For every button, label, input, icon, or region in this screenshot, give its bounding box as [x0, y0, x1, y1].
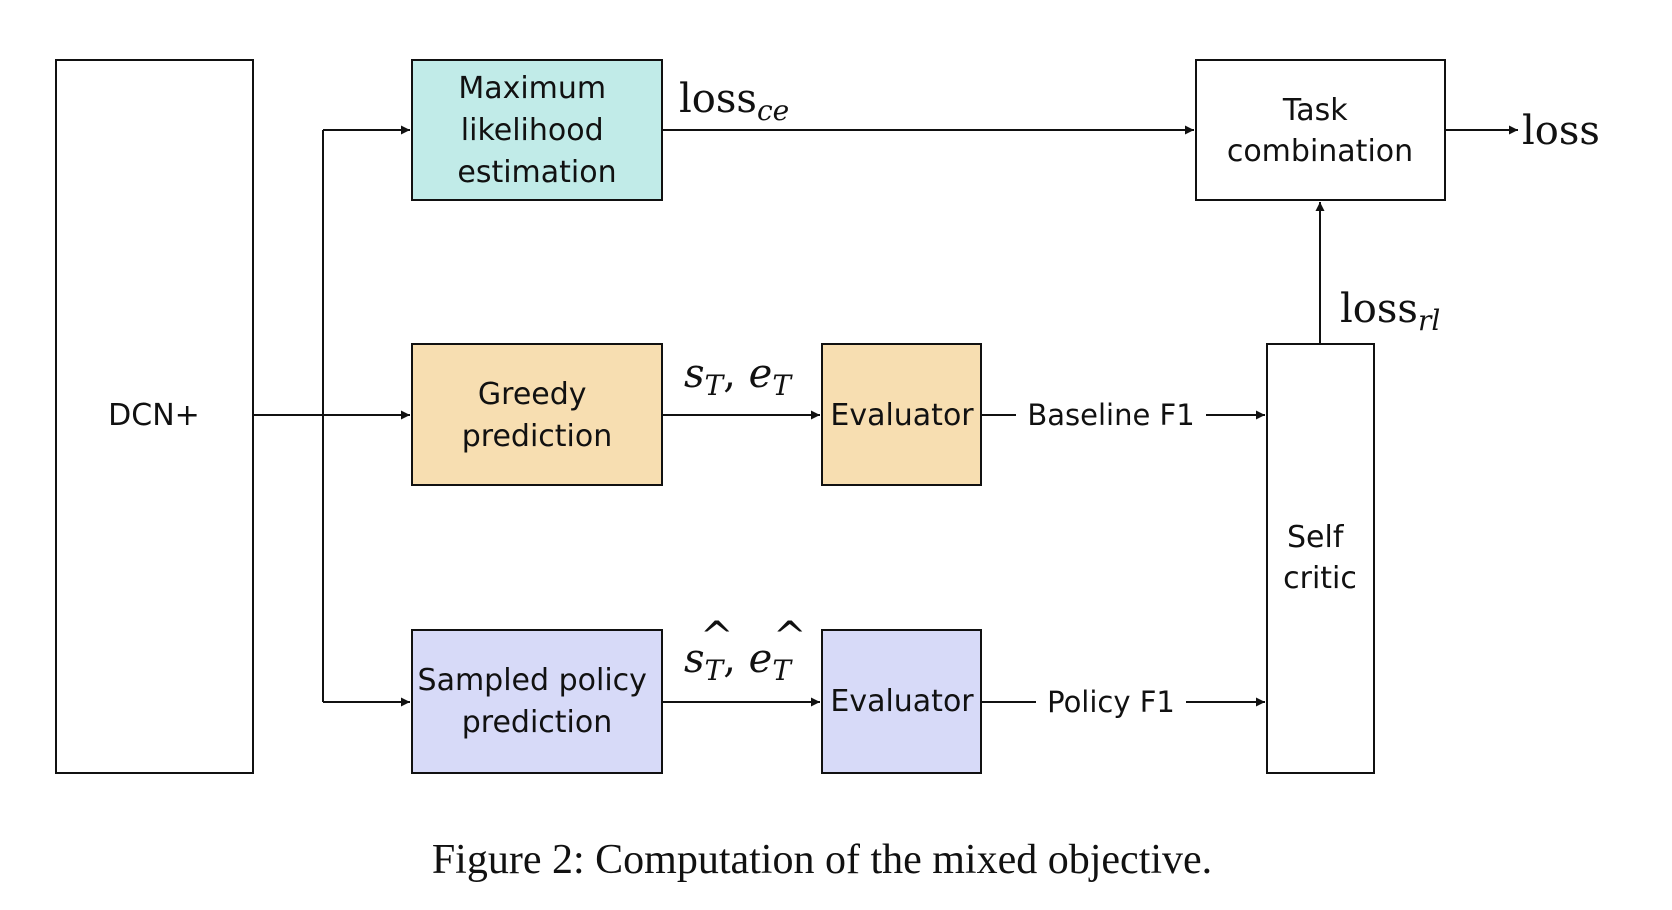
sampled-s-hat: ^	[700, 614, 734, 660]
task-combination-box	[1195, 59, 1446, 201]
loss-ce-base: loss	[679, 76, 757, 122]
mle-label: Maximum likelihood estimation	[457, 71, 616, 190]
sampled-s: s	[684, 636, 705, 682]
greedy-label-line-1: Greedy	[478, 377, 587, 412]
loss-ce-subscript: ce	[757, 94, 789, 127]
greedy-output-label: sT, eT	[684, 351, 793, 402]
evaluator-top-label-line-1: Evaluator	[830, 398, 974, 433]
sampled-output-label: sT, eT	[684, 636, 793, 687]
evaluator-top-box	[821, 343, 982, 486]
sampled-e: e	[749, 636, 773, 682]
loss-rl-subscript: rl	[1418, 304, 1440, 337]
sampled-s-subscript: T	[705, 654, 726, 687]
sampled-label-line-2: prediction	[462, 705, 613, 740]
task-combination-label-line-1: Task	[1282, 93, 1348, 128]
sampled-label: Sampled policy prediction	[418, 663, 657, 740]
greedy-comma: ,	[723, 351, 748, 397]
loss-ce-label: lossce	[679, 76, 789, 127]
sampled-label-line-1: Sampled policy	[418, 663, 647, 698]
greedy-s: s	[684, 351, 705, 397]
self-critic-label: Self critic	[1283, 520, 1357, 596]
mle-label-line-1: Maximum	[458, 71, 606, 106]
task-combination-label-line-2: combination	[1227, 134, 1413, 169]
mle-label-line-3: estimation	[457, 155, 616, 190]
evaluator-bottom-box	[821, 629, 982, 774]
dcn-box	[55, 59, 254, 774]
baseline-f1-label: Baseline F1	[1027, 398, 1194, 432]
sampled-comma: ,	[723, 636, 748, 682]
greedy-box	[411, 343, 663, 486]
figure-caption: Figure 2: Computation of the mixed objec…	[432, 837, 1212, 883]
self-critic-label-line-1: Self	[1287, 520, 1345, 555]
greedy-label: Greedy prediction	[462, 377, 613, 454]
greedy-e: e	[749, 351, 773, 397]
task-combination-label: Task combination	[1227, 93, 1413, 169]
evaluator-bottom-label: Evaluator	[830, 684, 974, 719]
mle-box	[411, 59, 663, 201]
loss-output-label: loss	[1522, 108, 1600, 154]
loss-rl-label: lossrl	[1340, 286, 1440, 337]
self-critic-label-line-2: critic	[1283, 561, 1357, 596]
evaluator-bottom-label-line-1: Evaluator	[830, 684, 974, 719]
sampled-e-subscript: T	[772, 654, 793, 687]
greedy-s-subscript: T	[705, 369, 726, 402]
sampled-e-hat: ^	[773, 614, 807, 660]
policy-f1-label: Policy F1	[1047, 685, 1175, 719]
dcn-label: DCN+	[108, 398, 200, 433]
sampled-box	[411, 629, 663, 774]
self-critic-box	[1266, 343, 1375, 774]
loss-rl-base: loss	[1340, 286, 1418, 332]
dcn-label-line-1: DCN+	[108, 398, 200, 433]
greedy-e-subscript: T	[772, 369, 793, 402]
mle-label-line-2: likelihood	[461, 113, 604, 148]
evaluator-top-label: Evaluator	[830, 398, 974, 433]
greedy-label-line-2: prediction	[462, 419, 613, 454]
